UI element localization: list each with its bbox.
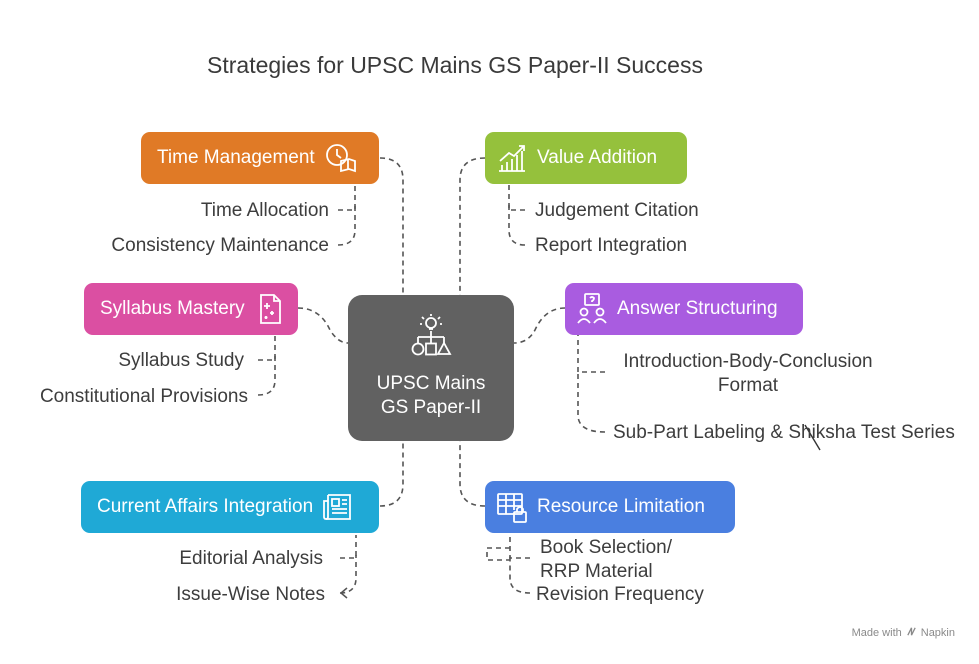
document-sparkle-icon (253, 292, 287, 326)
sub-book-selection: Book Selection/ RRP Material (540, 537, 673, 582)
sub-editorial-analysis: Editorial Analysis (179, 548, 323, 569)
table-lock-icon (495, 490, 529, 524)
napkin-logo-icon (906, 626, 917, 640)
connector-current (379, 441, 404, 507)
branch-syllabus-mastery[interactable]: Syllabus Mastery (84, 283, 298, 335)
branch-label: Syllabus Mastery (100, 298, 245, 319)
sub-time-allocation: Time Allocation (200, 200, 329, 221)
sub-revision-frequency: Revision Frequency (536, 584, 704, 605)
branch-label: Answer Structuring (617, 298, 778, 319)
branch-label: Current Affairs Integration (97, 496, 314, 517)
sub-consistency-maintenance: Consistency Maintenance (111, 235, 329, 256)
stray-mark (804, 424, 821, 451)
central-topic[interactable]: UPSC Mains GS Paper-II (348, 295, 514, 441)
connector-value (459, 157, 486, 300)
connector-answer-sub1 (577, 335, 605, 373)
arrow-head-icon (339, 587, 348, 599)
branch-current-affairs[interactable]: Current Affairs Integration (81, 481, 379, 533)
connector-answer-sub2 (577, 370, 606, 433)
sub-issue-wise-notes: Issue-Wise Notes (176, 584, 325, 605)
branch-answer-structuring[interactable]: Answer Structuring (565, 283, 803, 335)
connector-resource-sub1 (509, 535, 530, 559)
idea-shapes-icon (407, 313, 455, 361)
connector-resource-sub2 (509, 555, 531, 594)
connector-syllabus (297, 307, 349, 344)
growth-chart-icon (495, 141, 529, 175)
connector-current-sub1 (340, 535, 357, 559)
connector-time (379, 157, 404, 340)
branch-label: Resource Limitation (537, 496, 705, 517)
people-question-icon (575, 292, 609, 326)
branch-label: Value Addition (537, 147, 658, 168)
sub-constitutional-provisions: Constitutional Provisions (39, 386, 248, 407)
sub-judgement-citation: Judgement Citation (535, 200, 699, 221)
branch-label: Time Management (157, 147, 315, 168)
sub-introduction-body-conclusion: Introduction-Body-Conclusion Format (623, 351, 873, 396)
page-title: Strategies for UPSC Mains GS Paper-II Su… (207, 52, 703, 78)
sub-report-integration: Report Integration (535, 235, 688, 256)
connector-resource (459, 441, 486, 507)
sub-sub-part-labeling: Sub-Part Labeling & Shiksha Test Series (613, 422, 955, 443)
connector-answer (513, 307, 566, 344)
connector-time-sub2 (337, 205, 356, 246)
connector-syllabus-sub1 (258, 335, 276, 361)
connector-current-sub2 (339, 555, 357, 594)
connector-value-sub1 (508, 185, 525, 211)
connector-value-sub2 (508, 205, 526, 246)
connector-resource-sub0 (486, 547, 510, 561)
newspaper-icon (321, 490, 355, 524)
sub-syllabus-study: Syllabus Study (118, 350, 244, 371)
center-line-1: UPSC Mains (376, 373, 486, 394)
connector-syllabus-sub2 (257, 355, 276, 396)
branch-resource-limitation[interactable]: Resource Limitation (485, 481, 735, 533)
made-with-napkin[interactable]: Made with Napkin (851, 626, 955, 640)
center-line-2: GS Paper-II (380, 397, 482, 418)
branch-time-management[interactable]: Time Management (141, 132, 379, 184)
branch-value-addition[interactable]: Value Addition (485, 132, 687, 184)
clock-book-icon (323, 141, 357, 175)
